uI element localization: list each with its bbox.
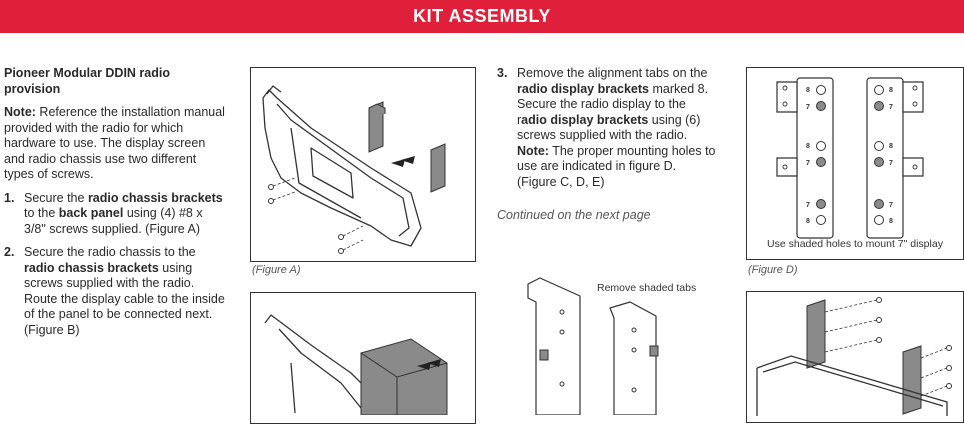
hole-marker: 8: [889, 143, 893, 150]
step-bold-part: adio display brackets: [521, 112, 649, 127]
step-number: 2.: [4, 245, 15, 259]
step-text-part: using (4) #8 x 3/8" screws supplied. (Fi…: [24, 206, 203, 236]
step-number: 1.: [4, 190, 15, 205]
figure-c-illustration: [527, 277, 659, 415]
step-text-part: Secure the radio chassis to the: [24, 245, 196, 259]
step-text-part: Secure the: [24, 190, 88, 205]
figure-d: 8 7 8 7 7 8 8 7 8 7 7 8 Use shaded holes…: [746, 67, 964, 260]
figure-b-illustration: [264, 314, 448, 415]
step-text-part: using screws supplied with the radio. Ro…: [24, 260, 225, 337]
hole-marker: 7: [806, 104, 810, 111]
note-paragraph: Note: Reference the installation manual …: [4, 105, 226, 183]
hole-marker: 7: [806, 160, 810, 167]
figure-d-caption: (Figure D): [748, 264, 798, 276]
section-heading: Pioneer Modular DDIN radio provision: [4, 66, 170, 96]
continued-note: Continued on the next page: [497, 208, 651, 222]
hole-marker: 8: [889, 218, 893, 225]
figure-d-illustration: 8 7 8 7 7 8 8 7 8 7 7 8: [776, 77, 924, 239]
step-1: 1. Secure the radio chassis brackets to …: [4, 191, 226, 238]
note-text: Reference the installation manual provid…: [4, 105, 225, 181]
hole-marker: 7: [889, 104, 893, 111]
hole-marker: 8: [806, 87, 810, 94]
step-number: 3.: [497, 66, 508, 80]
banner-title: KIT ASSEMBLY: [413, 6, 551, 26]
step-bold-part: Note:: [517, 143, 549, 158]
hole-marker: 7: [806, 202, 810, 209]
step-3: 3. Remove the alignment tabs on the radi…: [497, 66, 719, 190]
step-text: Secure the radio chassis to the radio ch…: [24, 245, 226, 338]
left-instructions: Pioneer Modular DDIN radio provision Not…: [4, 66, 226, 346]
step-text-part: The proper mounting holes to use are ind…: [517, 143, 716, 189]
note-label: Note:: [4, 105, 36, 119]
figure-e: [746, 291, 964, 423]
step-text-part: using (6) screws supplied with the radio…: [517, 112, 701, 143]
figure-c-label: Remove shaded tabs: [597, 282, 697, 294]
step-text-part: to the: [24, 206, 59, 220]
figure-a: [250, 67, 476, 262]
hole-marker: 8: [806, 218, 810, 225]
figure-e-illustration: [756, 297, 952, 416]
right-instructions: 3. Remove the alignment tabs on the radi…: [497, 66, 719, 224]
kit-assembly-banner: KIT ASSEMBLY: [0, 0, 964, 33]
step-text: Remove the alignment tabs on the radio d…: [517, 66, 719, 190]
hole-marker: 7: [889, 202, 893, 209]
step-text-part: marked 8. Secure the radio display to th…: [517, 81, 709, 127]
step-text-part: Remove the alignment tabs on the: [517, 66, 708, 80]
step-text: Secure the radio chassis brackets to the…: [24, 191, 226, 238]
hole-marker: 8: [806, 143, 810, 150]
step-bold-part: back panel: [58, 206, 124, 220]
figure-d-label: Use shaded holes to mount 7" display: [767, 238, 943, 250]
step-2: 2. Secure the radio chassis to the radio…: [4, 245, 226, 338]
step-bold-part: radio display brackets: [517, 81, 650, 96]
step-bold-part: radio chassis brackets: [87, 190, 223, 205]
figure-a-illustration: [262, 85, 446, 254]
hole-marker: 8: [889, 87, 893, 94]
figure-c: [510, 272, 690, 415]
figure-b: [250, 292, 476, 424]
step-bold-part: radio chassis brackets: [24, 260, 159, 275]
figure-a-caption: (Figure A): [252, 264, 301, 276]
hole-marker: 7: [889, 160, 893, 167]
